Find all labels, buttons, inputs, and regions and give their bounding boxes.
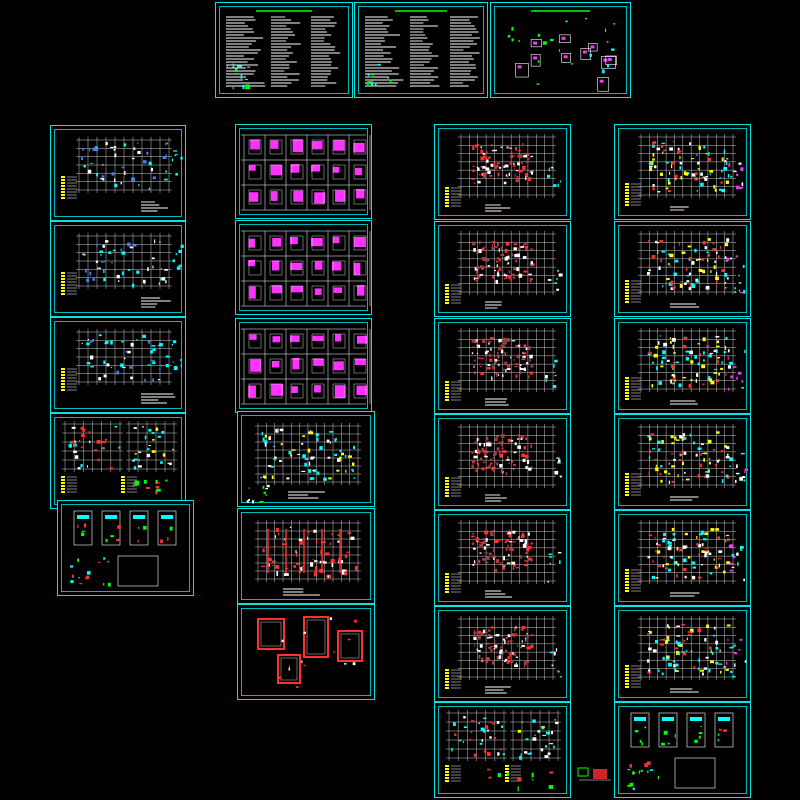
plan-sheet-c3-5[interactable]: [434, 510, 571, 606]
sheet-drawing: [627, 712, 734, 791]
sheet-drawing: [445, 616, 563, 694]
sheet-drawing: [241, 134, 371, 211]
section-sheet-c2-6[interactable]: [237, 604, 375, 700]
sheet-drawing: [70, 510, 177, 587]
plan-sheet-c1-4[interactable]: [50, 413, 186, 509]
plan-sheet-c3-7[interactable]: [434, 702, 571, 798]
plan-sheet-c3-1[interactable]: [434, 124, 571, 220]
detail-sheet-c4-7[interactable]: [614, 702, 751, 798]
sheet-drawing: [625, 424, 749, 501]
plan-sheet-c3-2[interactable]: [434, 221, 571, 317]
sheet-drawing: [241, 328, 371, 405]
plan-sheet-c3-4[interactable]: [434, 414, 571, 510]
plan-sheet-c4-5[interactable]: [614, 510, 751, 606]
plan-sheet-c2-4[interactable]: [237, 411, 375, 507]
notes-sheet-2[interactable]: [354, 2, 488, 98]
sheet-drawing: [445, 328, 558, 406]
sheet-drawing: [365, 10, 480, 87]
sheet-drawing: [257, 616, 363, 689]
sheet-drawing: [625, 328, 746, 405]
plan-sheet-c1-1[interactable]: [50, 125, 186, 221]
sheet-drawing: [625, 231, 746, 308]
sheet-drawing: [61, 329, 182, 404]
plan-sheet-c4-3[interactable]: [614, 318, 751, 414]
sheet-drawing: [241, 230, 371, 307]
sheet-drawing: [625, 520, 746, 597]
sheet-drawing: [255, 520, 361, 596]
sheet-drawing: [445, 710, 561, 792]
plan-sheet-c3-6[interactable]: [434, 606, 571, 702]
sheet-drawing: [61, 421, 177, 495]
notes-sheet-1[interactable]: [215, 2, 353, 98]
table-sheet-c2-2[interactable]: [235, 220, 372, 315]
plan-sheet-c2-5[interactable]: [237, 508, 375, 604]
sheet-drawing: [445, 424, 562, 502]
plan-sheet-c4-1[interactable]: [614, 124, 751, 220]
plan-sheet-c4-4[interactable]: [614, 414, 751, 510]
table-sheet-c2-3[interactable]: [235, 318, 372, 413]
sheet-drawing: [61, 233, 184, 308]
plan-sheet-c4-2[interactable]: [614, 221, 751, 317]
sheet-drawing: [226, 10, 341, 90]
sheet-drawing: [445, 134, 562, 212]
sheet-drawing: [625, 134, 744, 211]
plan-sheet-c1-2[interactable]: [50, 221, 186, 317]
sheet-drawing: [625, 616, 747, 693]
sheet-drawing: [445, 520, 562, 598]
stray-detail-mark: [577, 766, 613, 784]
table-sheet-c2-1[interactable]: [235, 124, 372, 219]
detail-sheet-header[interactable]: [490, 2, 631, 98]
sheet-drawing: [246, 423, 361, 504]
plan-sheet-c4-6[interactable]: [614, 606, 751, 702]
detail-sheet-c1-5[interactable]: [57, 500, 194, 596]
sheet-drawing: [445, 231, 563, 309]
plan-sheet-c3-3[interactable]: [434, 318, 571, 414]
plan-sheet-c1-3[interactable]: [50, 317, 186, 413]
sheet-drawing: [507, 10, 617, 92]
sheet-drawing: [61, 137, 183, 212]
